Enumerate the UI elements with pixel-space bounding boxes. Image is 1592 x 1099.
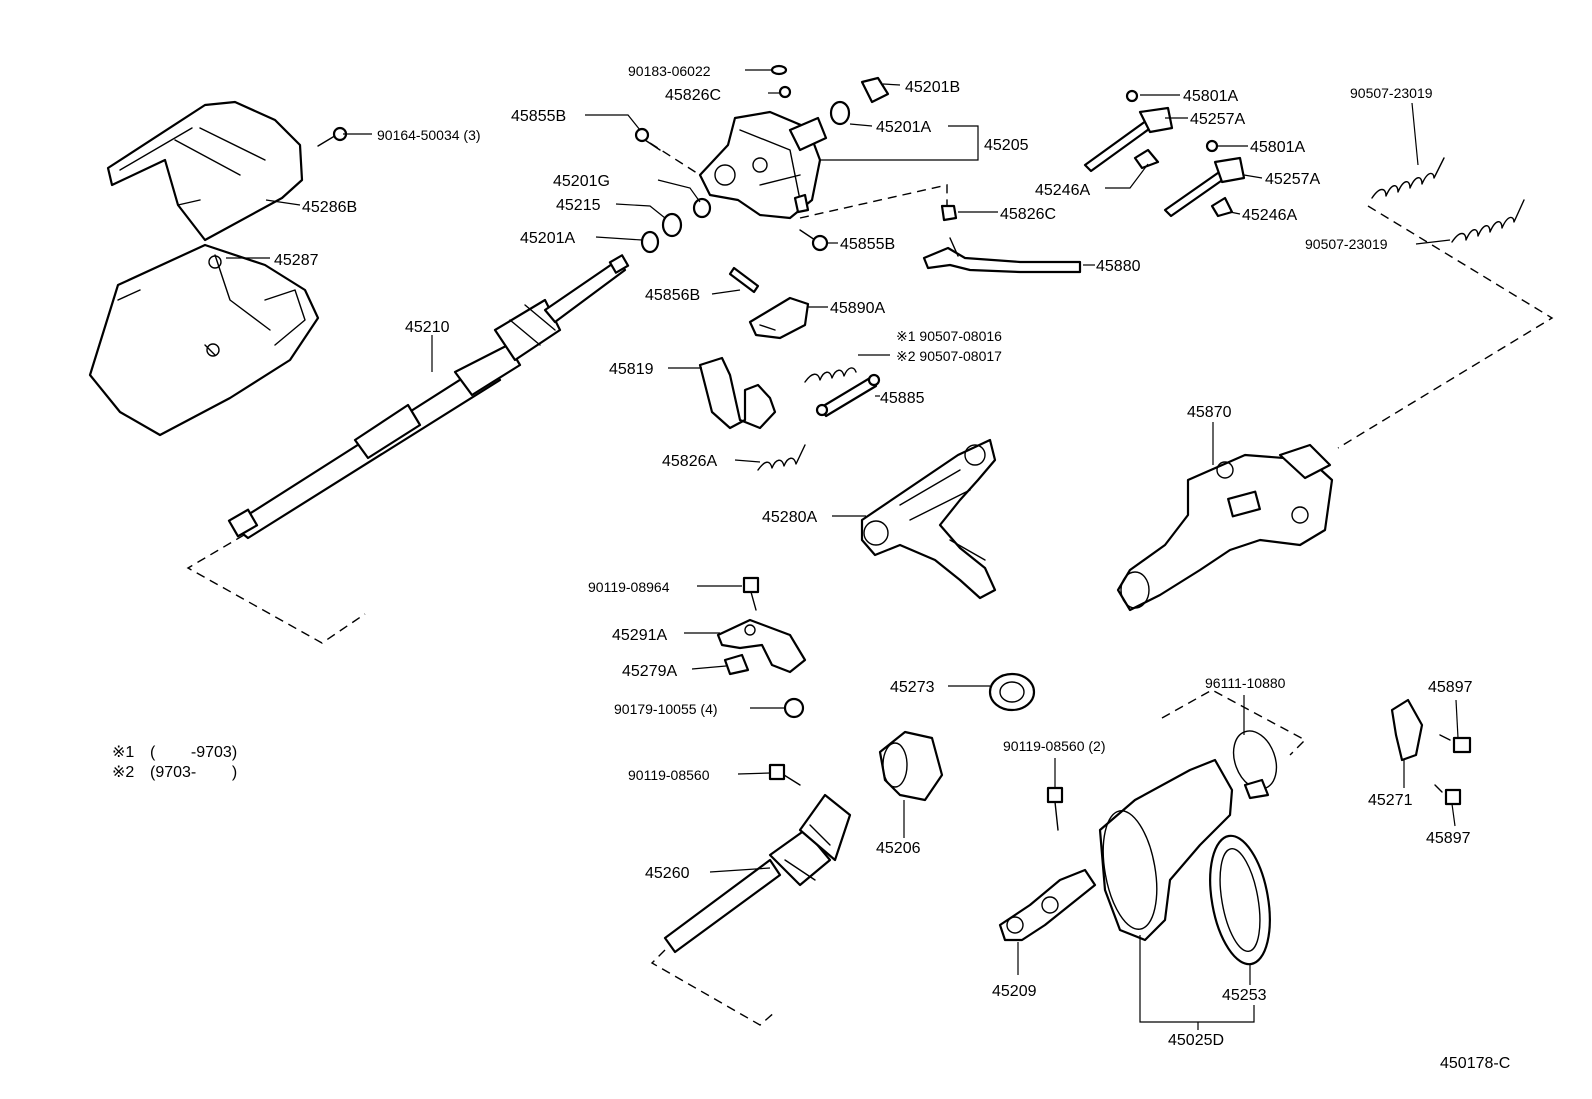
label-96111-10880: 96111-10880: [1205, 675, 1286, 691]
label-45890A: 45890A: [830, 300, 885, 317]
footnotes: ※1 ( -9703) ※2 (9703- ): [112, 744, 237, 781]
label-45855B-top: 45855B: [511, 108, 566, 125]
main-shaft-45210: [227, 254, 630, 540]
label-90119-08560-mid: 90119-08560 (2): [1003, 738, 1105, 754]
screw-45855B-lower: [799, 229, 829, 252]
label-45273: 45273: [890, 679, 935, 696]
label-45280A: 45280A: [762, 509, 817, 526]
universal-joint-45209: [998, 868, 1097, 942]
label-45870: 45870: [1187, 404, 1232, 421]
upper-column-cover-45286B: [106, 100, 304, 242]
label-45826C-top: 45826C: [665, 87, 721, 104]
column-boot-45025D: [1098, 758, 1234, 942]
screw-90164-50034: [317, 126, 348, 147]
label-90507-08016: ※1 90507-08016: [896, 328, 1002, 344]
bolt-90119-08964: [742, 576, 760, 611]
bearing-45273: [988, 672, 1036, 712]
label-45253: 45253: [1222, 987, 1267, 1004]
label-45885: 45885: [880, 390, 925, 407]
label-45257A-2: 45257A: [1265, 171, 1320, 188]
springs-90507-23019: [1371, 157, 1525, 243]
lever-45890A: [748, 296, 810, 340]
footnote-2-text: (9703- ): [150, 764, 237, 781]
intermediate-shaft-45260: [663, 793, 852, 954]
label-45257A-1: 45257A: [1190, 111, 1245, 128]
label-45855B-bottom: 45855B: [840, 236, 895, 253]
label-45279A: 45279A: [622, 663, 677, 680]
column-bracket-45870: [1116, 443, 1334, 612]
leader-lines: [226, 69, 1459, 1030]
top-hardware-cluster: [634, 64, 890, 254]
label-45246A-1: 45246A: [1035, 182, 1090, 199]
label-45201B: 45201B: [905, 79, 960, 96]
label-45286B: 45286B: [302, 199, 357, 216]
label-45880: 45880: [1096, 258, 1141, 275]
label-90507-08017: ※2 90507-08017: [896, 348, 1002, 364]
label-45260: 45260: [645, 865, 690, 882]
label-45897-top: 45897: [1428, 679, 1473, 696]
label-90119-08560-left: 90119-08560: [628, 767, 710, 783]
label-45206: 45206: [876, 840, 921, 857]
label-90164-50034: 90164-50034 (3): [377, 127, 481, 143]
label-45819: 45819: [609, 361, 654, 378]
label-45801A-1: 45801A: [1183, 88, 1238, 105]
label-45291A: 45291A: [612, 627, 667, 644]
pin-45856B: [728, 266, 760, 294]
footnote-2-mark: ※2: [112, 764, 134, 781]
label-45215: 45215: [556, 197, 601, 214]
assembly-dashed-lines: [186, 142, 1554, 1026]
label-45826C-mid: 45826C: [1000, 206, 1056, 223]
springs-and-link-45885: [804, 367, 881, 418]
label-45209: 45209: [992, 983, 1037, 1000]
footnote-1-text: ( -9703): [150, 744, 237, 761]
clip-45826C-mid: [940, 204, 958, 222]
label-45025D: 45025D: [1168, 1032, 1224, 1049]
label-90507-23019-top: 90507-23019: [1350, 85, 1433, 101]
bolts-90119-08560: [768, 763, 1064, 831]
tilt-bracket-45205: [698, 110, 828, 220]
label-45801A-2: 45801A: [1250, 139, 1305, 156]
label-45856B: 45856B: [645, 287, 700, 304]
bracket-45819: [698, 356, 777, 430]
label-45210: 45210: [405, 319, 450, 336]
label-45826A: 45826A: [662, 453, 717, 470]
clamp-96111-10880: [1232, 730, 1278, 800]
rod-45880: [922, 237, 1082, 274]
label-45287: 45287: [274, 252, 319, 269]
label-45897-bottom: 45897: [1426, 830, 1471, 847]
drawing-code: 450178-C: [1440, 1055, 1510, 1072]
bracket-45291A: [716, 618, 807, 676]
gasket-45253: [1209, 834, 1271, 966]
lower-column-cover-45287: [88, 243, 320, 437]
label-45201A-right: 45201A: [876, 119, 931, 136]
label-45246A-2: 45246A: [1242, 207, 1297, 224]
label-90179-10055: 90179-10055 (4): [614, 701, 718, 717]
bracket-45271-and-bolts-45897: [1390, 698, 1472, 806]
label-45271: 45271: [1368, 792, 1413, 809]
footnote-1-mark: ※1: [112, 744, 134, 761]
column-tube-45280A: [860, 438, 997, 600]
label-45201A-left: 45201A: [520, 230, 575, 247]
label-45201G: 45201G: [553, 173, 610, 190]
label-90119-08964: 90119-08964: [588, 579, 670, 595]
label-90507-23019-bottom: 90507-23019: [1305, 236, 1388, 252]
spring-45826A: [757, 444, 806, 471]
ring-45206: [878, 730, 944, 802]
lever-assembly-45257A: [1083, 89, 1246, 218]
label-45205: 45205: [984, 137, 1029, 154]
nut-90179-10055: [783, 697, 805, 719]
part-labels: 90164-50034 (3) 45286B 45287 45210 90183…: [274, 63, 1473, 1049]
label-90183-06022: 90183-06022: [628, 63, 711, 79]
